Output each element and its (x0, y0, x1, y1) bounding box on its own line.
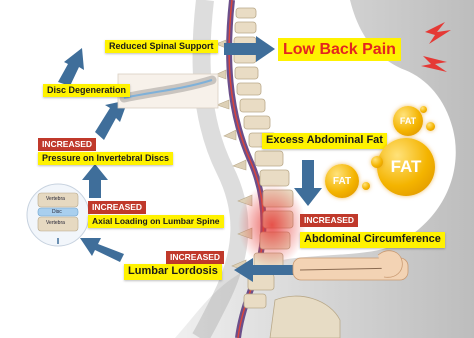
arrow-lordosis-up (80, 238, 124, 262)
label-abdominal-circumference: Abdominal Circumference (300, 232, 445, 248)
label-axial-loading: Axial Loading on Lumbar Spine (88, 215, 224, 228)
disc-image (118, 74, 218, 108)
arrow-axial-up (82, 164, 108, 198)
fat-bubble-medium: FAT (325, 164, 359, 198)
inset-label-bottom: Vertebra (46, 220, 65, 226)
label-lumbar-lordosis: Lumbar Lordosis (124, 264, 222, 280)
label-disc-degeneration: Disc Degeneration (43, 84, 130, 97)
tag-increased-axial: INCREASED (88, 201, 146, 214)
fat-droplet (420, 106, 427, 113)
label-excess-abdominal-fat: Excess Abdominal Fat (262, 133, 387, 149)
title-low-back-pain: Low Back Pain (278, 38, 401, 61)
fat-droplet (362, 182, 370, 190)
lumbar-pain-glow (238, 183, 306, 267)
fat-bubble-large: FAT (377, 138, 435, 196)
inset-label-top: Vertebra (46, 196, 65, 202)
fat-droplet (426, 122, 435, 131)
tag-increased-lordosis: INCREASED (166, 251, 224, 264)
inset-label-disc: Disc (52, 209, 62, 215)
tag-increased-pressure: INCREASED (38, 138, 96, 151)
label-pressure-discs: Pressure on Invertebral Discs (38, 152, 173, 165)
arrow-degeneration-up (58, 48, 84, 86)
tag-increased-circumference: INCREASED (300, 214, 358, 227)
vertebra-inset (27, 184, 89, 246)
fat-droplet (371, 156, 383, 168)
label-reduced-spinal-support: Reduced Spinal Support (105, 40, 218, 53)
fat-bubble-small: FAT (393, 106, 423, 136)
